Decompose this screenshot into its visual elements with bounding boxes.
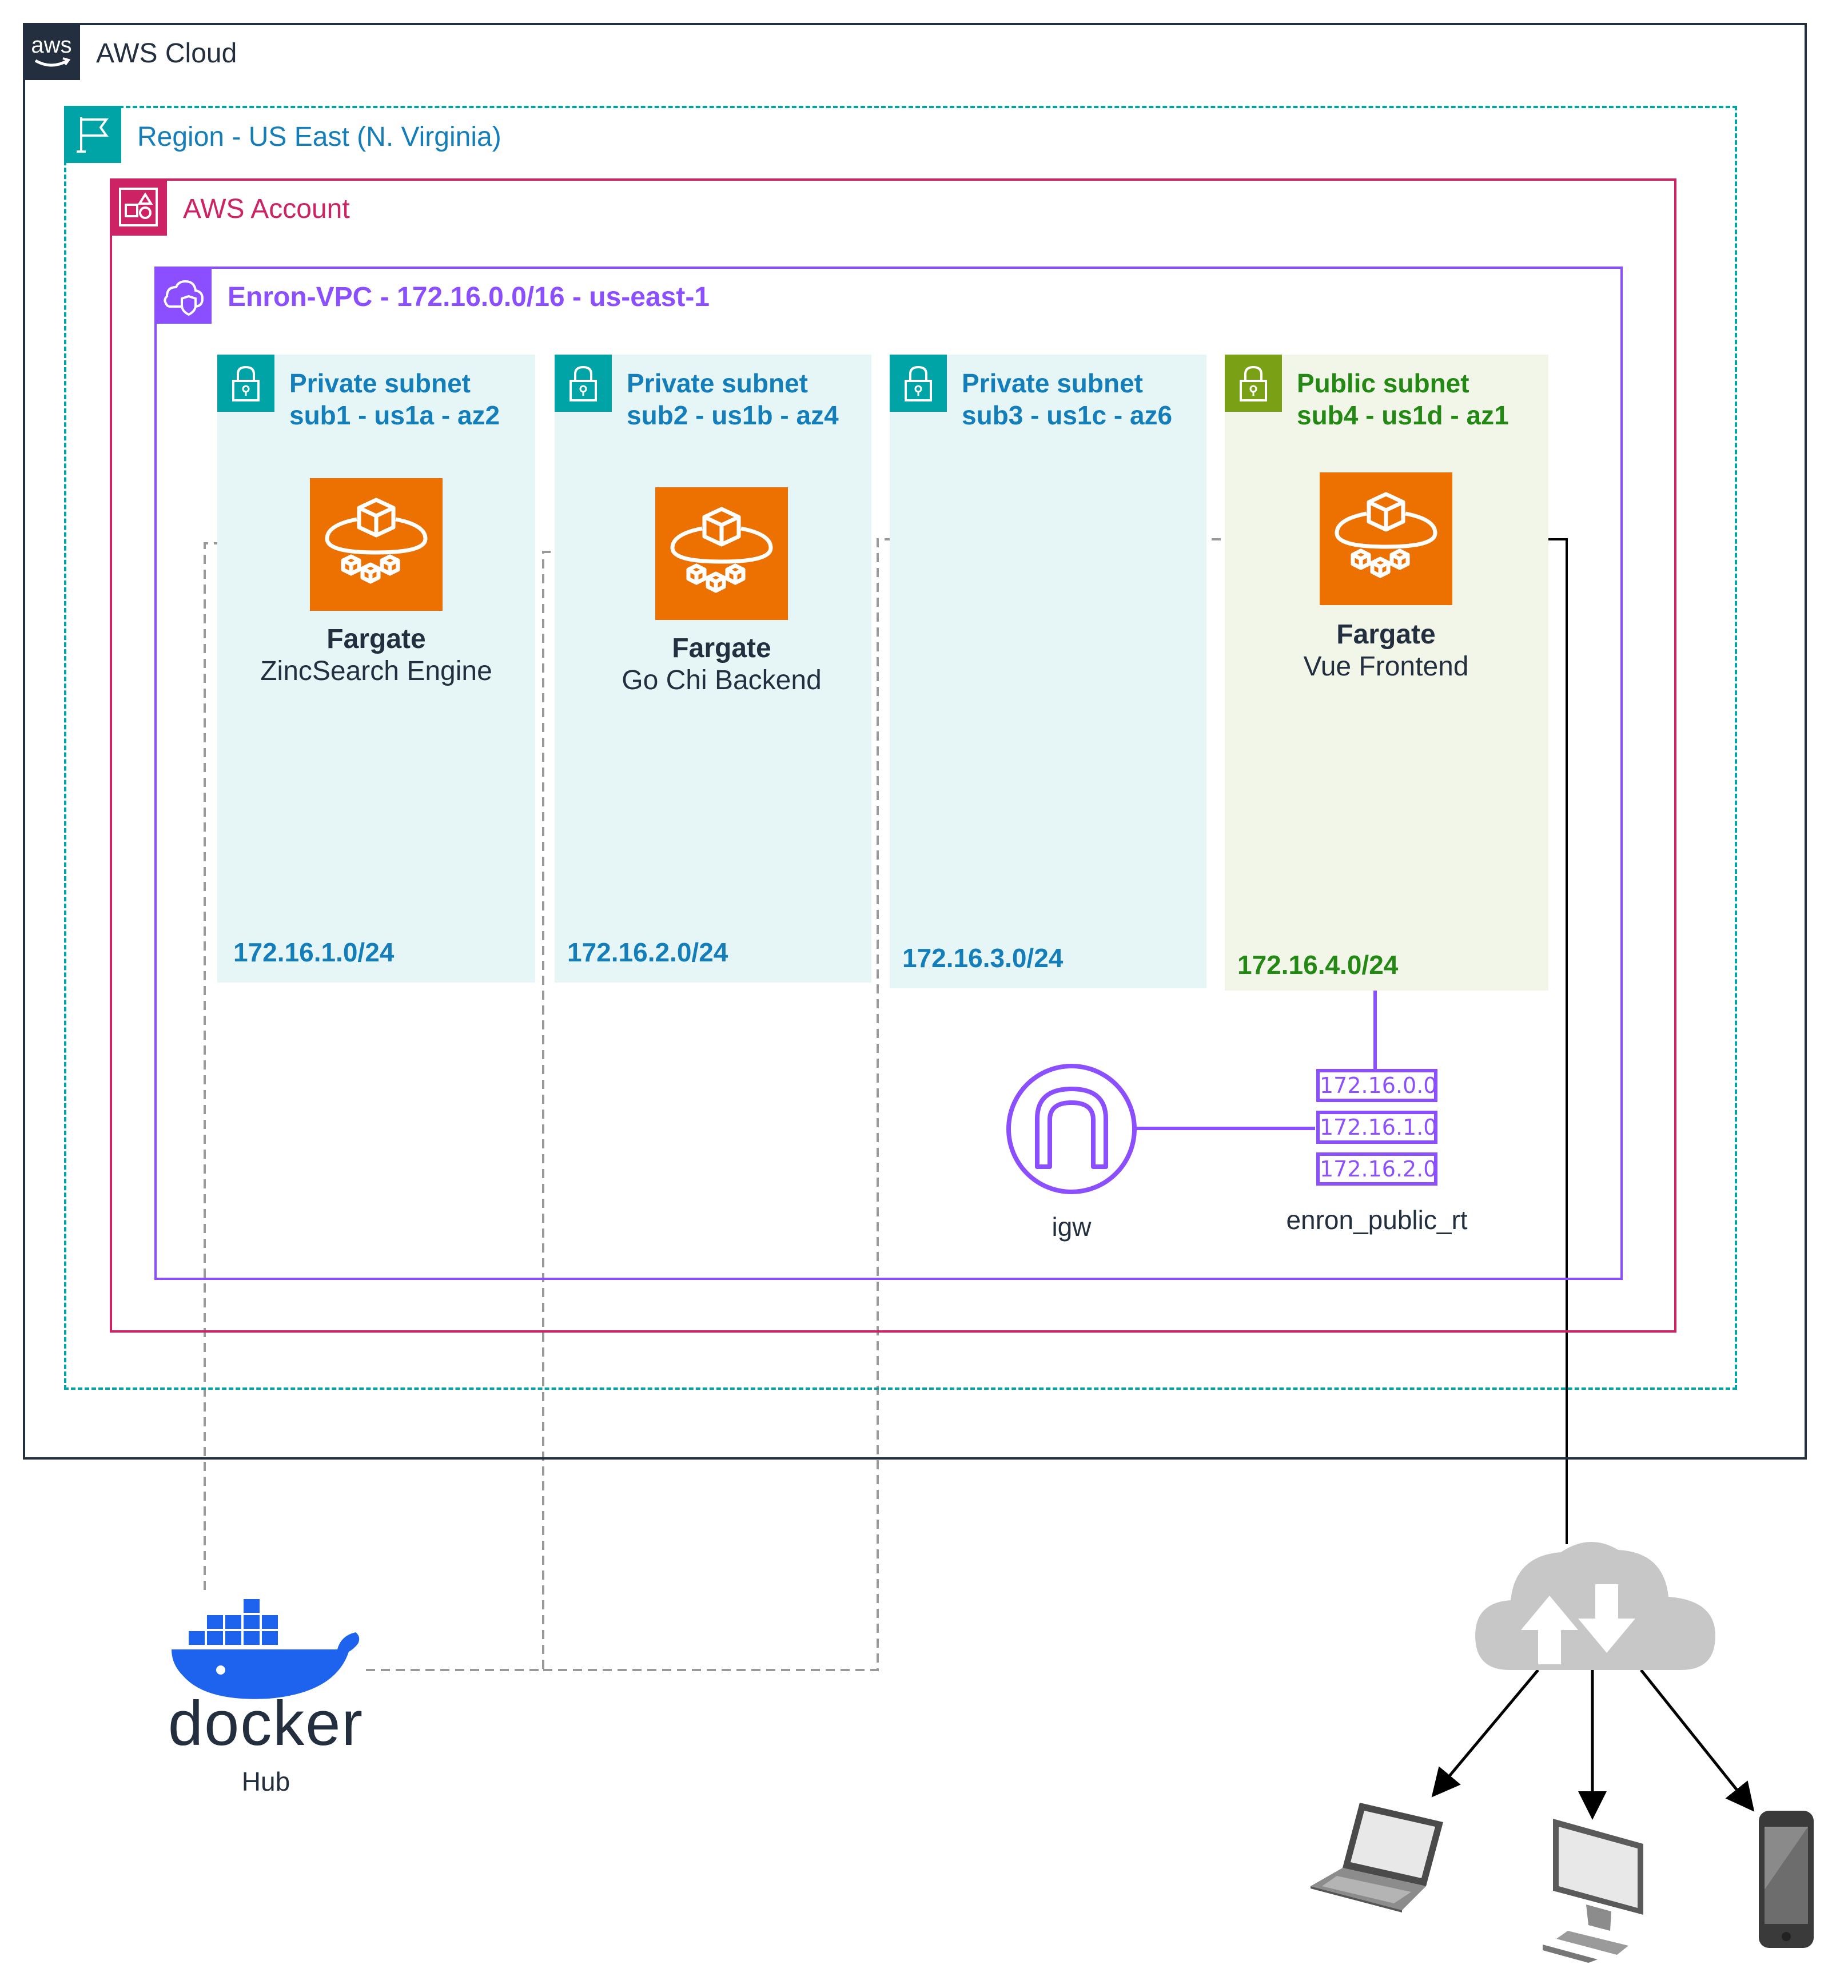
igw-label: igw: [1052, 1212, 1092, 1242]
docker-pull-line-backend: [366, 540, 656, 1671]
route-entry-3: 172.16.2.0: [1316, 1152, 1437, 1186]
fargate-icon[interactable]: [1320, 472, 1452, 605]
subnet-3: [890, 355, 1206, 988]
region-group: [64, 106, 1737, 1390]
route-entry-2: 172.16.1.0: [1316, 1111, 1437, 1144]
frontend-service-desc: Vue Frontend: [1303, 651, 1469, 682]
lock-icon: [217, 355, 274, 412]
docker-whale-icon: [166, 1584, 366, 1704]
cloud-transfer-icon: [1475, 1533, 1715, 1681]
subnet-3-subtitle: sub3 - us1c - az6: [962, 400, 1173, 430]
backend-service-desc: Go Chi Backend: [622, 665, 822, 695]
zincsearch-service-desc: ZincSearch Engine: [260, 656, 492, 686]
subnet-1-cidr: 172.16.1.0/24: [233, 937, 395, 967]
docker-hub-label: Hub: [241, 1767, 290, 1796]
docker-pull-line-zincsearch: [204, 532, 310, 1590]
subnet-1-subtitle: sub1 - us1a - az2: [289, 400, 500, 430]
subnet-4: [1225, 355, 1548, 991]
frontend-service-name: Fargate: [1336, 619, 1436, 650]
backend-service-name: Fargate: [672, 633, 771, 663]
vpc-label: Enron-VPC - 172.16.0.0/16 - us-east-1: [228, 282, 710, 312]
cloud-laptop-arrow: [1431, 1669, 1539, 1798]
fargate-icon[interactable]: [655, 487, 788, 620]
vpc-cloud-icon: [154, 267, 212, 324]
laptop-icon: [1308, 1800, 1445, 1913]
region-flag-icon: [64, 106, 121, 163]
cloud-phone-arrow: [1640, 1669, 1755, 1812]
internet-gateway-icon[interactable]: [1005, 1063, 1138, 1195]
subnet-1: [217, 355, 535, 983]
mobile-phone-icon: [1757, 1810, 1819, 1951]
zincsearch-service-name: Fargate: [326, 624, 426, 654]
svg-text:aws: aws: [31, 33, 71, 58]
subnet-4-cidr: 172.16.4.0/24: [1237, 950, 1399, 980]
region-label: Region - US East (N. Virginia): [137, 122, 501, 152]
aws-account-label: AWS Account: [183, 194, 350, 224]
subnet-2-cidr: 172.16.2.0/24: [567, 937, 728, 967]
vpc-group: [154, 267, 1623, 1280]
subnet-2-subtitle: sub2 - us1b - az4: [627, 400, 839, 430]
aws-cloud-group: [23, 23, 1807, 1460]
subnet-4-subtitle: sub4 - us1d - az1: [1297, 400, 1509, 430]
route-entry-1: 172.16.0.0: [1316, 1069, 1437, 1102]
account-icon: [110, 178, 167, 236]
subnet-3-title: Private subnet: [962, 368, 1143, 398]
lock-icon: [555, 355, 612, 412]
docker-wordmark: docker: [168, 1688, 364, 1759]
aws-logo-icon: aws: [23, 23, 80, 80]
aws-account-group: [110, 178, 1676, 1333]
lock-icon: [890, 355, 947, 412]
subnet-3-cidr: 172.16.3.0/24: [902, 943, 1064, 973]
route-table-label: enron_public_rt: [1286, 1205, 1468, 1235]
subnet-2-title: Private subnet: [627, 368, 808, 398]
subnet-1-title: Private subnet: [289, 368, 471, 398]
subnet-4-title: Public subnet: [1297, 368, 1469, 398]
subnet-2: [555, 355, 871, 983]
lock-icon: [1225, 355, 1282, 412]
desktop-icon: [1543, 1819, 1646, 1963]
aws-cloud-label: AWS Cloud: [96, 38, 237, 69]
fargate-icon[interactable]: [310, 478, 443, 611]
